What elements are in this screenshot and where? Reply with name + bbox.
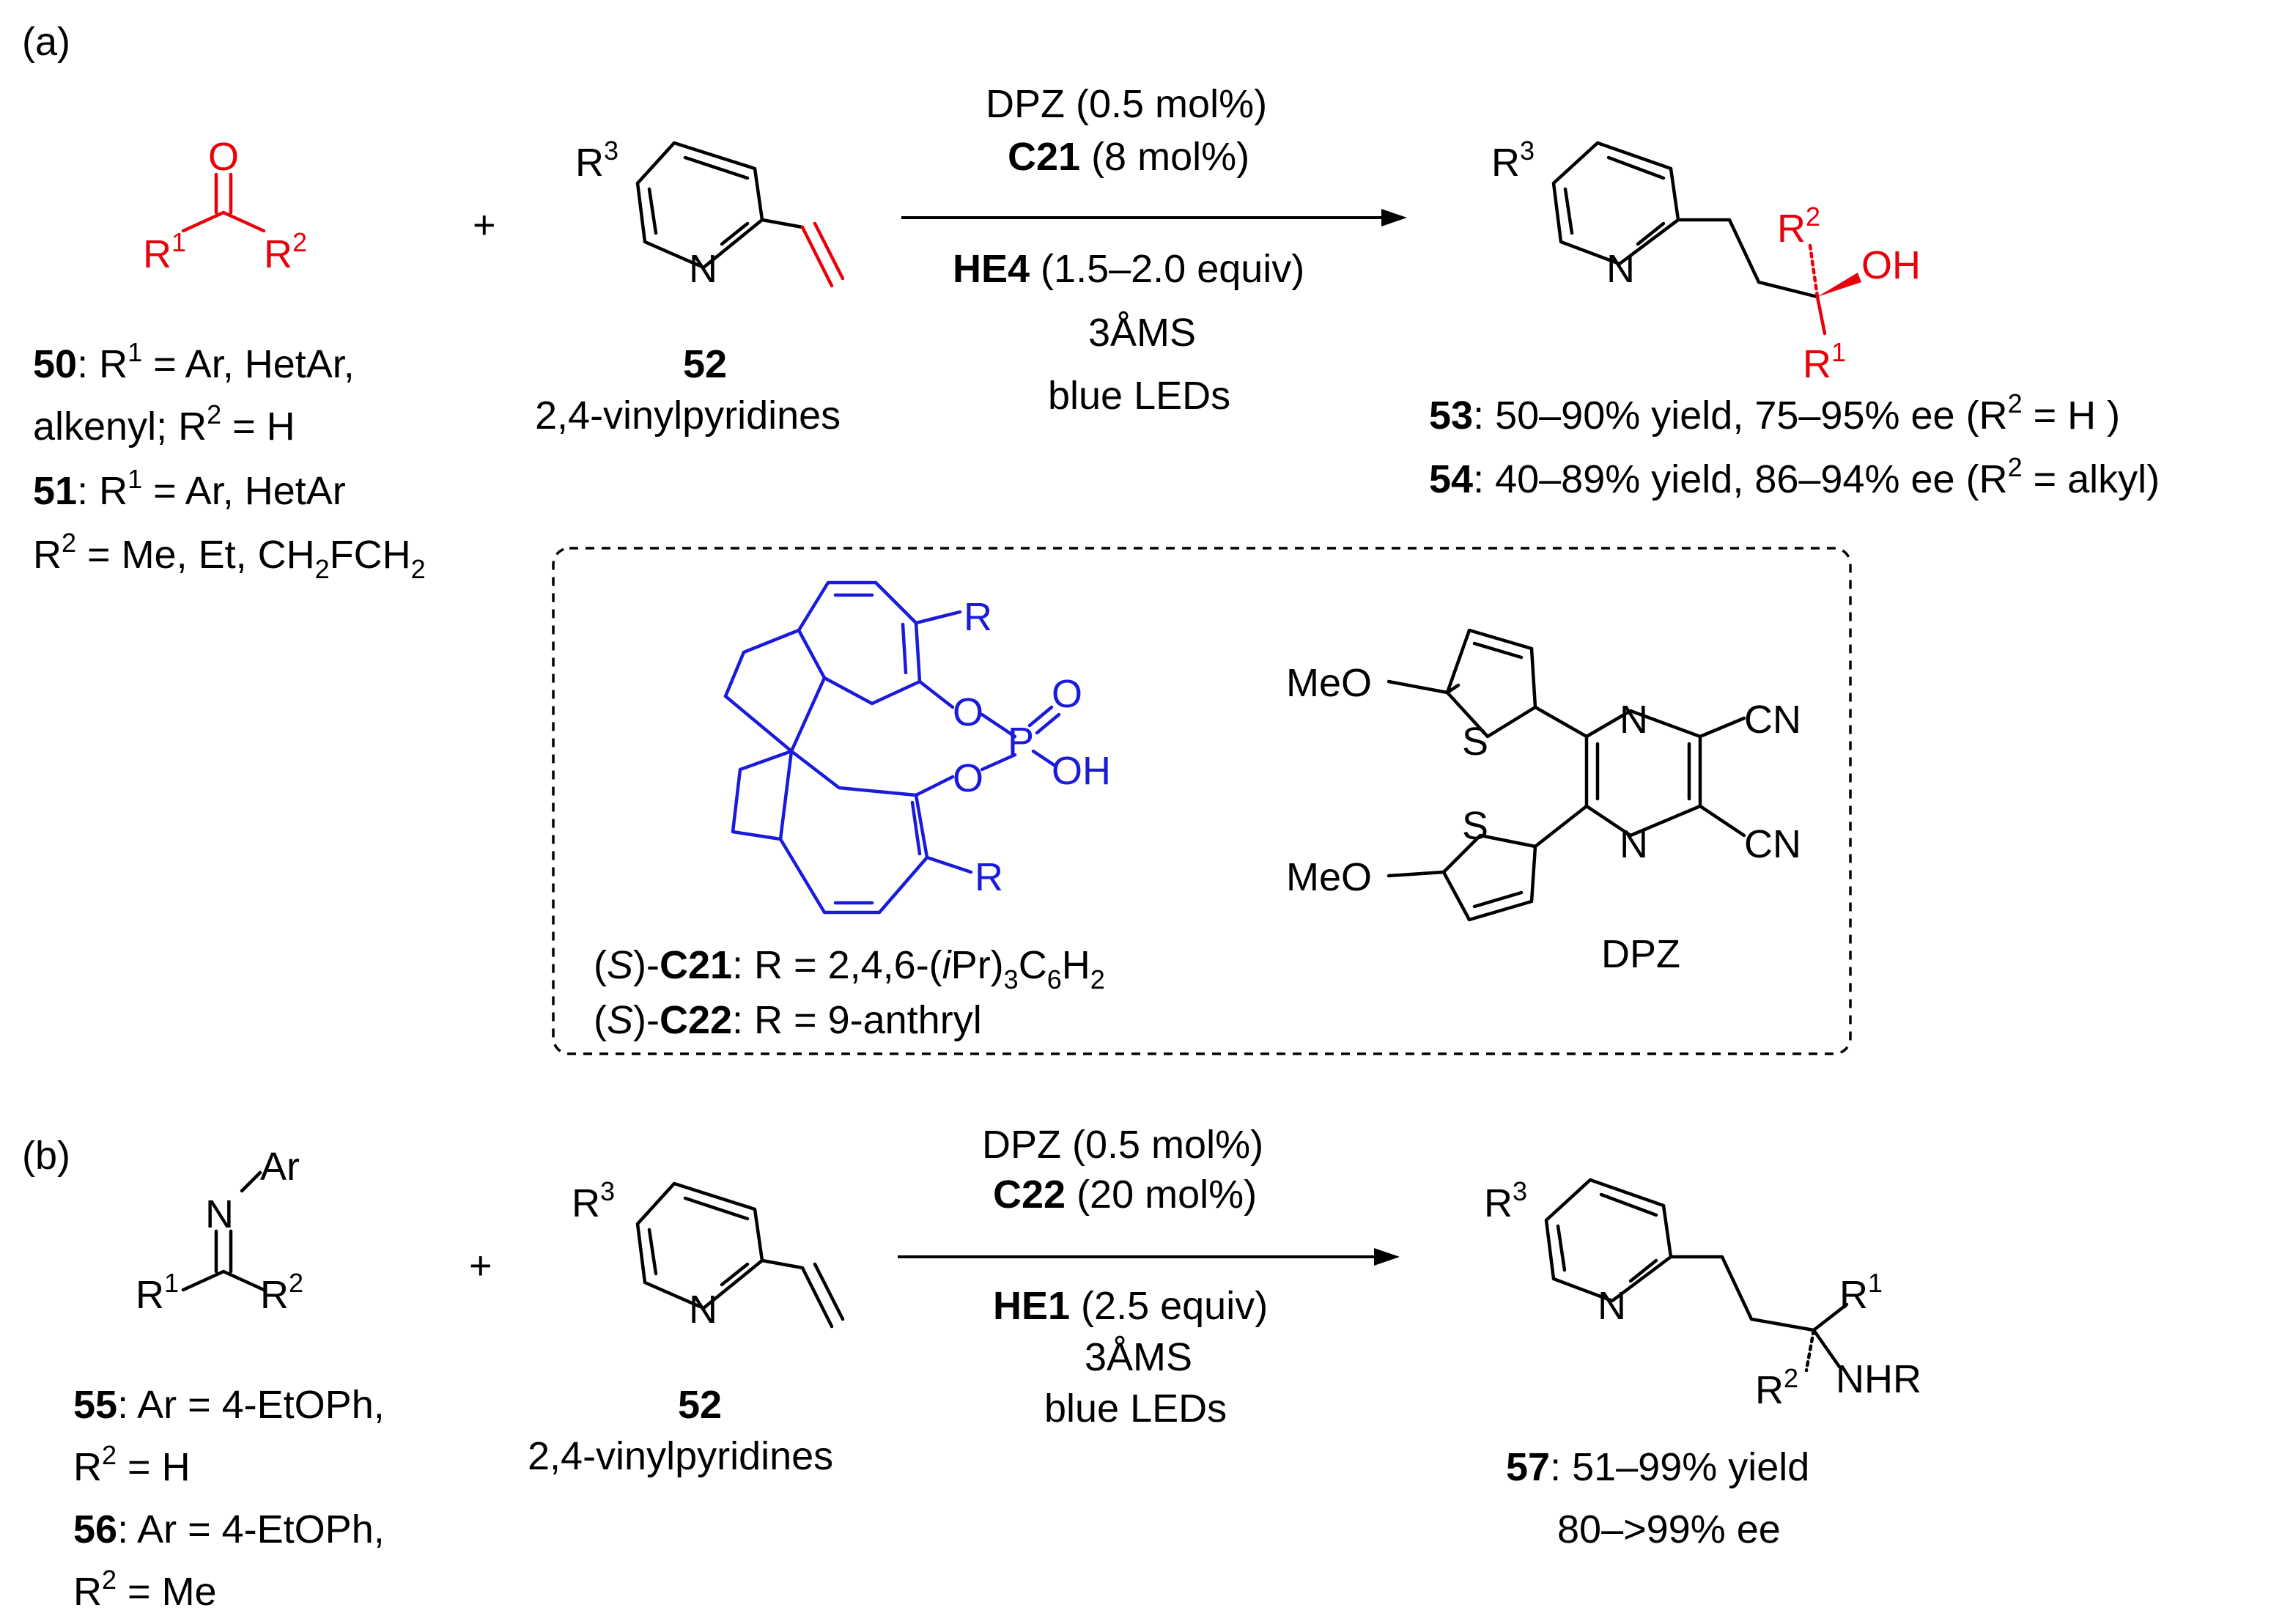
compound-56-line1: 56: Ar = 4-EtOPh, <box>73 1507 385 1551</box>
result-54: 54: 40–89% yield, 86–94% ee (R2 = alkyl) <box>1429 452 2160 501</box>
dpz-cn-top: CN <box>1744 698 1801 742</box>
conditions-a-line2: C21 (8 mol%) <box>1008 135 1249 179</box>
compound-55-56-legend: 55: Ar = 4-EtOPh, R2 = H 56: Ar = 4-EtOP… <box>73 1383 385 1614</box>
panel-b-label: (b) <box>22 1134 70 1178</box>
plus-sign-b: + <box>469 1244 492 1288</box>
vinylpyridine-a: R3 N 52 2,4-vinylpyridines <box>535 136 845 438</box>
cpa-p: P <box>1008 720 1034 764</box>
panel-a-label: (a) <box>22 20 70 64</box>
result-57-line1: 57: 51–99% yield <box>1506 1445 1809 1489</box>
ketone-r2: R2 <box>264 227 307 276</box>
plus-sign-a: + <box>473 203 496 247</box>
product-b-n: N <box>1598 1284 1626 1328</box>
compound-50-line2: alkenyl; R2 = H <box>33 399 295 449</box>
conditions-b-line1: DPZ (0.5 mol%) <box>982 1123 1263 1167</box>
product-a-oh: OH <box>1861 243 1921 287</box>
dpz-structure: MeO S N CN S N CN MeO DPZ <box>1286 628 1801 976</box>
dpz-s-top: S <box>1462 720 1488 764</box>
ketone-oxygen: O <box>208 135 239 179</box>
c22-definition: (S)-C22: R = 9-anthryl <box>594 998 982 1042</box>
product-a-structure: R3 N R2 OH R1 <box>1491 136 1921 386</box>
reaction-arrowhead-a <box>1381 209 1407 226</box>
product-b-r1: R1 <box>1839 1268 1883 1317</box>
product-b-nhr: NHR <box>1836 1357 1921 1401</box>
compound-52-b-name: 2,4-vinylpyridines <box>528 1434 833 1478</box>
compound-55-line1: 55: Ar = 4-EtOPh, <box>73 1383 385 1427</box>
vinylpyridine-b-n: N <box>689 1288 717 1332</box>
conditions-a-line4: 3ÅMS <box>1088 311 1196 355</box>
dpz-label: DPZ <box>1601 932 1680 976</box>
compound-50-51-legend: 50: R1 = Ar, HetAr, alkenyl; R2 = H 51: … <box>33 337 426 584</box>
vinylpyridine-b-r3: R3 <box>572 1176 615 1225</box>
imine-r1: R1 <box>136 1268 179 1317</box>
dpz-s-bottom: S <box>1462 804 1488 848</box>
cpa-o1: O <box>953 690 983 734</box>
result-57-line2: 80–>99% ee <box>1557 1507 1781 1551</box>
compound-52-a-number: 52 <box>683 342 727 386</box>
product-a-n: N <box>1606 247 1635 291</box>
product-a-r2: R2 <box>1777 202 1820 251</box>
compound-52-a-name: 2,4-vinylpyridines <box>535 394 841 438</box>
compound-56-line2: R2 = Me <box>73 1565 217 1614</box>
product-b-structure: R3 N R1 R2 NHR <box>1484 1176 1921 1412</box>
conditions-a-line5: blue LEDs <box>1048 374 1230 418</box>
dpz-n-top: N <box>1620 698 1648 742</box>
conditions-b-line5: blue LEDs <box>1044 1387 1227 1431</box>
cpa-o2: O <box>1052 672 1082 716</box>
product-b-r3: R3 <box>1484 1176 1527 1225</box>
compound-50-line1: 50: R1 = Ar, HetAr, <box>33 337 355 386</box>
catalyst-box <box>552 547 1852 1055</box>
conditions-b-line2: C22 (20 mol%) <box>993 1173 1257 1217</box>
dpz-n-bottom: N <box>1620 822 1648 866</box>
conditions-a-line1: DPZ (0.5 mol%) <box>986 82 1267 126</box>
spiro-phosphoric-acid-structure: R O O P O OH R <box>723 580 1111 915</box>
dpz-meo-bottom: MeO <box>1286 855 1372 899</box>
c21-definition: (S)-C21: R = 2,4,6-(iPr)3C6H2 <box>594 943 1105 994</box>
dpz-cn-bottom: CN <box>1744 822 1801 866</box>
product-b-r2: R2 <box>1755 1363 1798 1412</box>
result-53: 53: 50–90% yield, 75–95% ee (R2 = H ) <box>1429 388 2120 438</box>
conditions-a-line3: HE4 (1.5–2.0 equiv) <box>953 247 1304 291</box>
imine-structure: N Ar R1 R2 <box>136 1145 303 1317</box>
imine-r2: R2 <box>260 1268 303 1317</box>
ketone-structure: O R1 R2 <box>143 135 307 276</box>
conditions-b-line3: HE1 (2.5 equiv) <box>993 1284 1268 1328</box>
cpa-r-bottom: R <box>975 855 1003 899</box>
product-a-r1: R1 <box>1803 337 1846 386</box>
conditions-b-line4: 3ÅMS <box>1085 1335 1192 1379</box>
compound-51-line1: 51: R1 = Ar, HetAr <box>33 464 346 513</box>
vinylpyridine-b: R3 N 52 2,4-vinylpyridines <box>528 1176 845 1478</box>
cpa-oh: OH <box>1052 749 1111 793</box>
compound-51-line2: R2 = Me, Et, CH2FCH2 <box>33 528 426 584</box>
ketone-r1: R1 <box>143 227 186 276</box>
compound-52-b-number: 52 <box>678 1383 722 1427</box>
vinylpyridine-a-n: N <box>689 247 717 291</box>
compound-55-line2: R2 = H <box>73 1440 191 1489</box>
cpa-o3: O <box>953 756 983 800</box>
cpa-r-top: R <box>964 595 992 639</box>
reaction-arrowhead-b <box>1374 1248 1400 1266</box>
dpz-meo-top: MeO <box>1286 661 1372 705</box>
vinylpyridine-a-r3: R3 <box>575 136 618 185</box>
product-a-r3: R3 <box>1491 136 1535 185</box>
imine-ar: Ar <box>260 1145 300 1189</box>
imine-n: N <box>205 1192 234 1236</box>
